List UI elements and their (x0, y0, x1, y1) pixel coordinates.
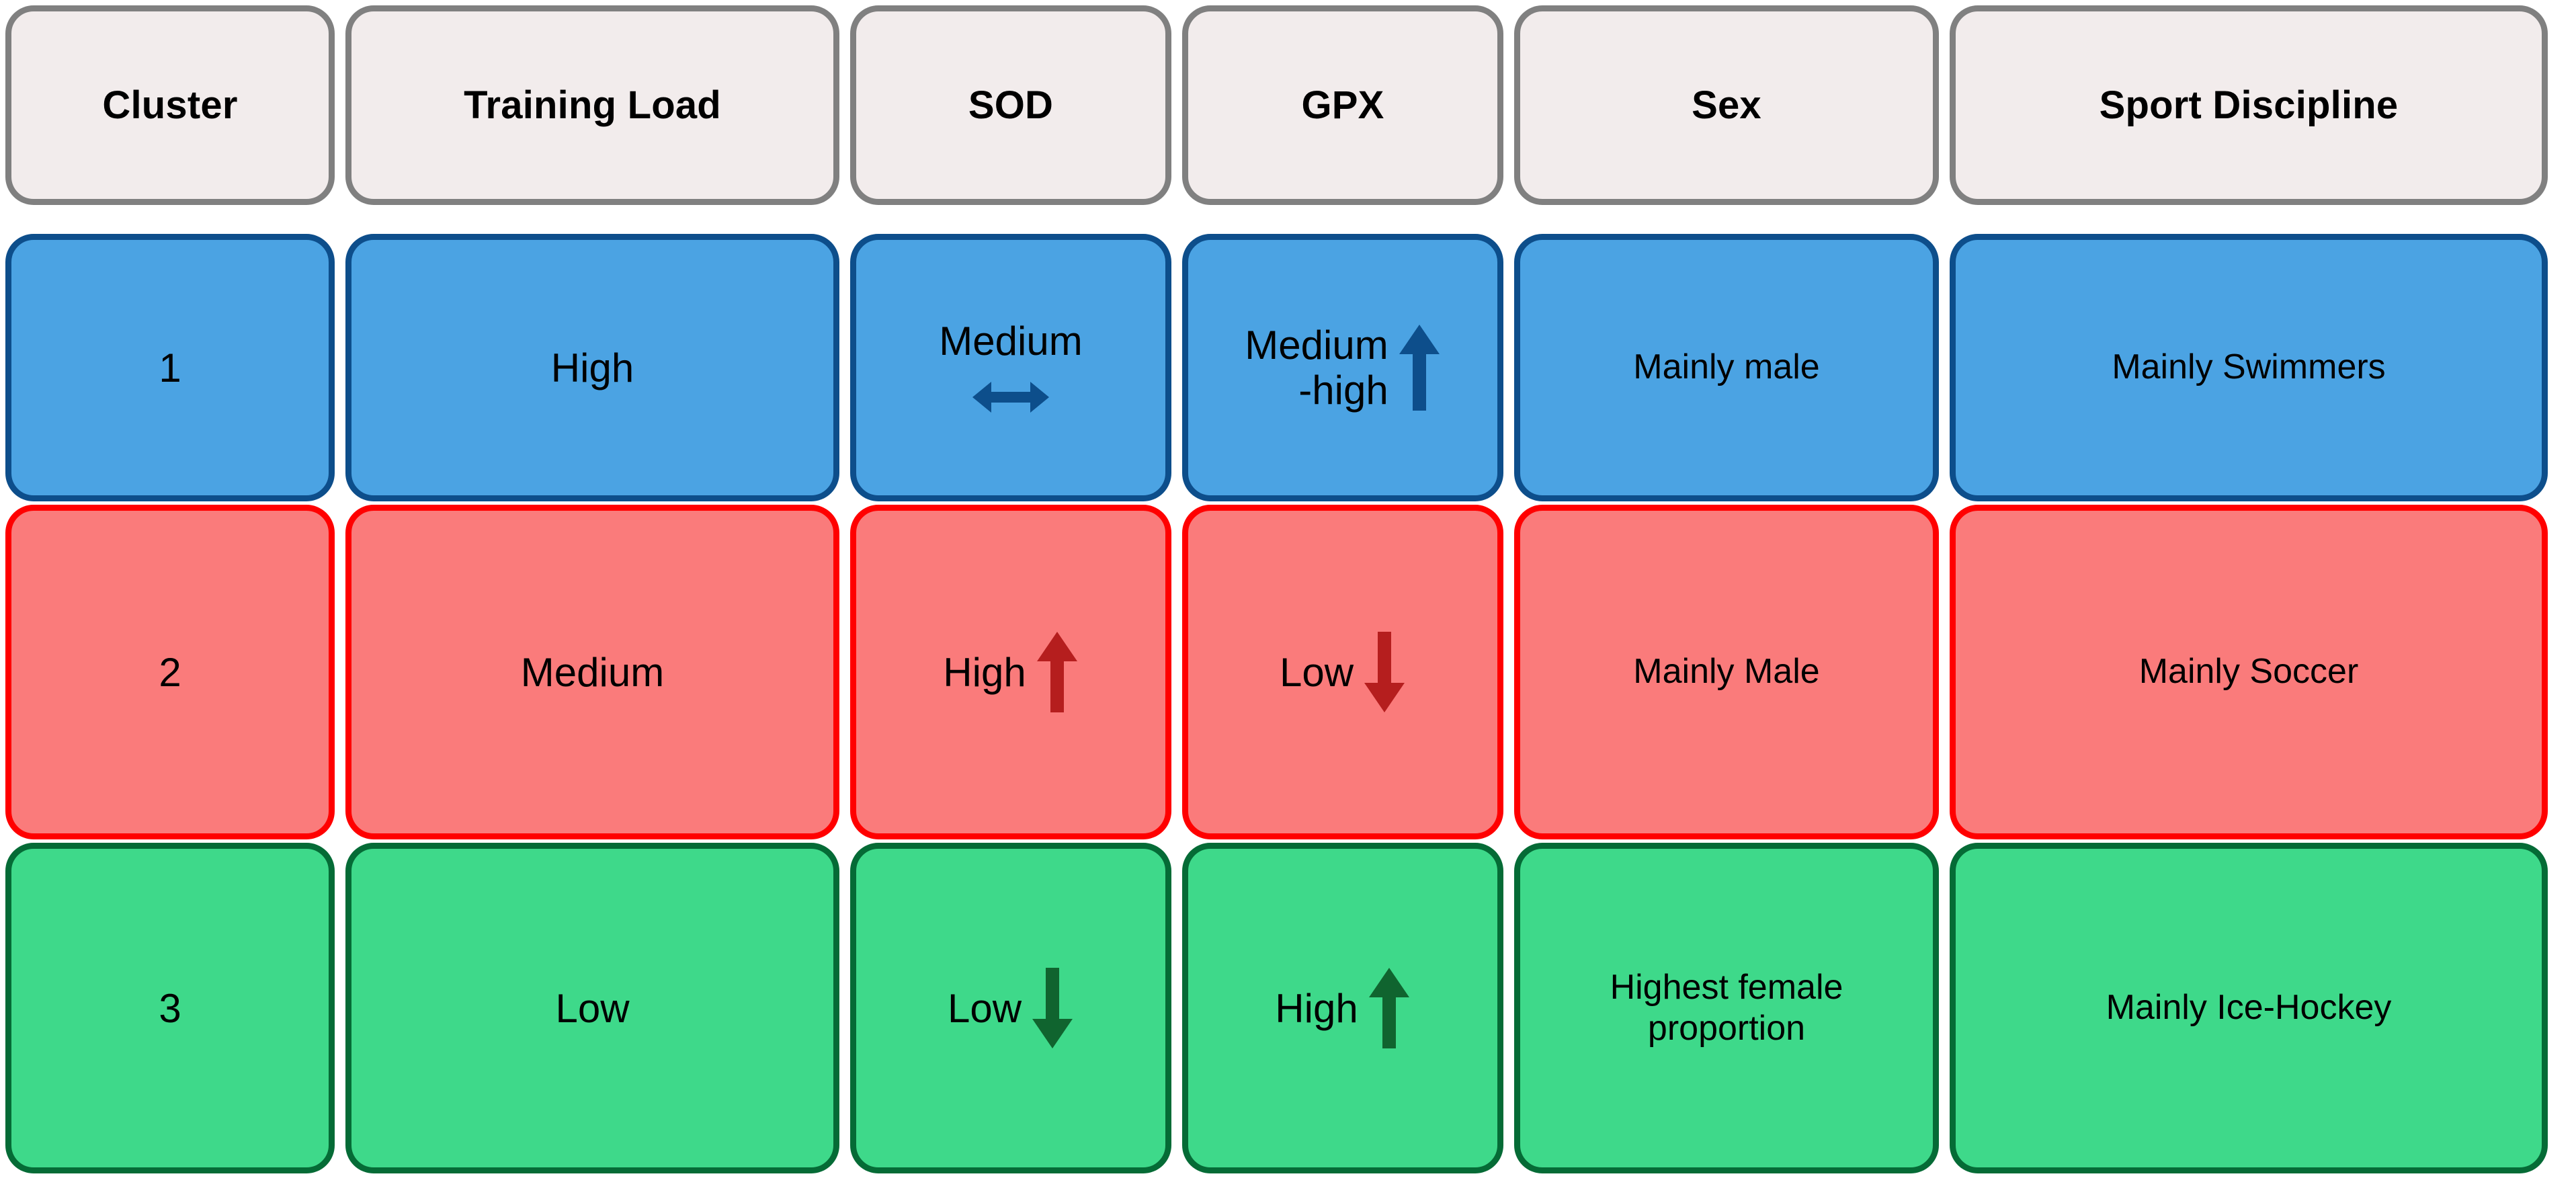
training-load-label: Medium (520, 649, 665, 695)
column-header-sport-discipline-label: Sport Discipline (2099, 83, 2399, 127)
cell-cluster-2-sport-discipline: Mainly Soccer (1950, 505, 2548, 839)
cell-cluster-2-sod: High (850, 505, 1171, 839)
gpx-value-label: Medium -high (1245, 322, 1388, 413)
gpx-value-label: High (1275, 985, 1358, 1031)
gpx-value-label: Low (1279, 649, 1354, 695)
cluster-id-label: 1 (159, 345, 181, 390)
arrow-up-icon (1036, 630, 1079, 714)
cell-cluster-3-training-load: Low (345, 843, 839, 1173)
column-header-sex: Sex (1514, 5, 1939, 205)
cell-cluster-1-gpx: Medium -high (1182, 234, 1503, 501)
column-header-sod-label: SOD (968, 83, 1054, 127)
arrow-down-icon (1363, 630, 1406, 714)
sod-value-label: Low (947, 985, 1022, 1031)
column-header-sex-label: Sex (1692, 83, 1761, 127)
column-header-training-load: Training Load (345, 5, 839, 205)
cell-cluster-3-id: 3 (5, 843, 335, 1173)
arrow-left-right-icon (971, 376, 1050, 418)
cell-cluster-1-sex: Mainly male (1514, 234, 1939, 501)
sport-discipline-value-label: Mainly Swimmers (2112, 347, 2386, 387)
cluster-id-label: 3 (159, 985, 181, 1031)
sod-value-label: High (943, 649, 1026, 695)
column-header-cluster: Cluster (5, 5, 335, 205)
cell-cluster-3-sod: Low (850, 843, 1171, 1173)
table-header-row: Cluster Training Load SOD GPX Sex Sport … (0, 5, 2576, 205)
cell-cluster-3-sport-discipline: Mainly Ice-Hockey (1950, 843, 2548, 1173)
table-row: 3 Low Low High (0, 843, 2576, 1173)
table-row: 2 Medium High Low (0, 505, 2576, 839)
column-header-cluster-label: Cluster (102, 83, 238, 127)
cell-cluster-3-gpx: High (1182, 843, 1503, 1173)
cell-cluster-3-sex: Highest female proportion (1514, 843, 1939, 1173)
sex-value-label: Mainly male (1633, 347, 1820, 387)
column-header-gpx-label: GPX (1301, 83, 1384, 127)
training-load-label: High (550, 345, 634, 390)
column-header-sod: SOD (850, 5, 1171, 205)
training-load-label: Low (555, 985, 630, 1031)
sport-discipline-value-label: Mainly Ice-Hockey (2106, 988, 2392, 1028)
table-row: 1 High Medium Medium -high (0, 234, 2576, 501)
cell-cluster-2-gpx: Low (1182, 505, 1503, 839)
column-header-training-load-label: Training Load (464, 83, 721, 127)
arrow-up-icon (1398, 323, 1441, 412)
cell-cluster-2-id: 2 (5, 505, 335, 839)
column-header-sport-discipline: Sport Discipline (1950, 5, 2548, 205)
cell-cluster-1-training-load: High (345, 234, 839, 501)
cell-cluster-2-training-load: Medium (345, 505, 839, 839)
cluster-id-label: 2 (159, 649, 181, 695)
arrow-up-icon (1368, 966, 1411, 1050)
cell-cluster-2-sex: Mainly Male (1514, 505, 1939, 839)
cell-cluster-1-sod: Medium (850, 234, 1171, 501)
sod-value-label: Medium (939, 318, 1083, 364)
sex-value-label: Mainly Male (1633, 652, 1820, 692)
arrow-down-icon (1031, 966, 1074, 1050)
column-header-gpx: GPX (1182, 5, 1503, 205)
cell-cluster-1-id: 1 (5, 234, 335, 501)
sex-value-label: Highest female proportion (1610, 967, 1843, 1048)
cell-cluster-1-sport-discipline: Mainly Swimmers (1950, 234, 2548, 501)
sport-discipline-value-label: Mainly Soccer (2138, 652, 2359, 692)
